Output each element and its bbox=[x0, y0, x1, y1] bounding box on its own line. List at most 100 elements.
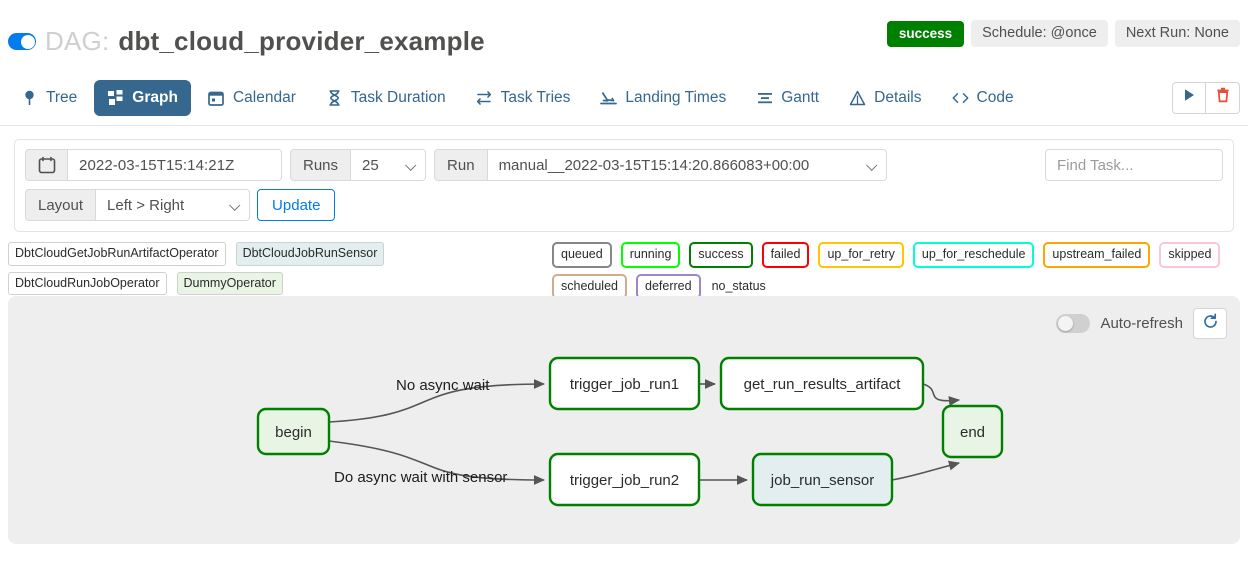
graph-node-label: get_run_results_artifact bbox=[744, 376, 902, 393]
find-task-input[interactable]: Find Task... bbox=[1045, 149, 1223, 181]
tab-landing-times[interactable]: Landing Times bbox=[587, 80, 739, 116]
hourglass-icon bbox=[326, 89, 343, 106]
filter-bar: 2022-03-15T15:14:21Z Runs 25 Run manual_… bbox=[14, 139, 1234, 232]
play-icon bbox=[1183, 88, 1196, 107]
graph-node-box[interactable] bbox=[548, 452, 701, 507]
state-legend: queued running success failed up_for_retry up… bbox=[552, 242, 1242, 299]
graph-canvas[interactable]: begin trigger_job_run1 get_run_results_art… bbox=[8, 296, 1240, 544]
layout-select[interactable]: Left > Right bbox=[95, 189, 251, 221]
calendar-icon bbox=[208, 89, 225, 106]
tab-graph[interactable]: Graph bbox=[94, 79, 191, 116]
state-legend-pill[interactable]: failed bbox=[761, 242, 810, 268]
state-legend-pill[interactable]: running bbox=[620, 242, 681, 268]
graph-edge bbox=[328, 379, 546, 423]
graph-node-label: job_run_sensor bbox=[770, 472, 874, 489]
dag-actions bbox=[1172, 81, 1240, 114]
graph-node[interactable]: begin bbox=[256, 407, 331, 456]
graph-node-label: begin bbox=[275, 424, 312, 441]
run-group: Run manual__2022-03-15T15:14:20.866083+0… bbox=[434, 149, 887, 181]
tab-code[interactable]: Code bbox=[939, 80, 1027, 116]
refresh-icon bbox=[1202, 312, 1219, 335]
operator-legend-pill[interactable]: DbtCloudGetJobRunArtifactOperator bbox=[8, 242, 226, 266]
dag-pause-toggle[interactable] bbox=[8, 33, 36, 50]
gantt-icon bbox=[756, 89, 773, 106]
run-select[interactable]: manual__2022-03-15T15:14:20.866083+00:00 bbox=[486, 149, 887, 181]
tab-tree-label: Tree bbox=[46, 88, 78, 106]
operator-legend-pill[interactable]: DummyOperator bbox=[176, 271, 283, 295]
tab-gantt[interactable]: Gantt bbox=[743, 80, 832, 116]
trigger-dag-button[interactable] bbox=[1172, 81, 1206, 114]
tab-graph-label: Graph bbox=[132, 88, 178, 106]
graph-edge bbox=[922, 383, 961, 406]
dag-label: DAG: bbox=[45, 26, 110, 56]
graph-edge bbox=[891, 460, 961, 481]
graph-node-box[interactable] bbox=[256, 407, 331, 456]
state-legend-pill[interactable]: queued bbox=[552, 242, 612, 268]
layout-label: Layout bbox=[25, 189, 96, 221]
graph-node-box[interactable] bbox=[719, 356, 925, 411]
tab-task-tries[interactable]: Task Tries bbox=[463, 80, 584, 116]
graph-node[interactable]: get_run_results_artifact bbox=[719, 356, 925, 411]
state-legend-pill[interactable]: up_for_reschedule bbox=[912, 242, 1035, 268]
graph-node-box[interactable] bbox=[751, 452, 894, 507]
status-badge: success bbox=[886, 20, 965, 47]
state-legend-pill[interactable]: success bbox=[689, 242, 753, 268]
tab-code-label: Code bbox=[976, 88, 1014, 106]
tab-task-duration-label: Task Duration bbox=[350, 88, 446, 106]
state-legend-pill[interactable]: skipped bbox=[1159, 242, 1221, 268]
graph-edge bbox=[328, 440, 546, 485]
runs-select[interactable]: 25 bbox=[350, 149, 427, 181]
graph-edge-label: No async wait bbox=[396, 377, 490, 394]
refresh-button[interactable] bbox=[1193, 308, 1227, 339]
next-run-badge: Next Run: None bbox=[1114, 20, 1240, 47]
delete-dag-button[interactable] bbox=[1206, 81, 1240, 114]
graph-node-box[interactable] bbox=[941, 404, 1004, 459]
base-date-group: 2022-03-15T15:14:21Z bbox=[25, 149, 282, 181]
runs-group: Runs 25 bbox=[290, 149, 427, 181]
retry-icon bbox=[476, 89, 493, 106]
header-badges: success Schedule: @once Next Run: None bbox=[886, 20, 1240, 47]
graph-node-box[interactable] bbox=[548, 356, 701, 411]
run-label: Run bbox=[434, 149, 487, 181]
operator-legend-pill[interactable]: DbtCloudJobRunSensor bbox=[235, 242, 385, 266]
tab-details[interactable]: Details bbox=[836, 80, 934, 116]
tab-landing-times-label: Landing Times bbox=[625, 88, 727, 106]
layout-group: Layout Left > Right bbox=[25, 189, 251, 221]
page-title: DAG: dbt_cloud_provider_example bbox=[8, 26, 485, 57]
graph-node[interactable]: trigger_job_run1 bbox=[548, 356, 701, 411]
graph-node[interactable]: job_run_sensor bbox=[751, 452, 894, 507]
update-button[interactable]: Update bbox=[257, 189, 336, 221]
graph-edge-label: Do async wait with sensor bbox=[334, 469, 507, 486]
graph-icon bbox=[107, 89, 124, 106]
graph-node[interactable]: end bbox=[941, 404, 1004, 459]
triangle-info-icon bbox=[849, 89, 866, 106]
graph-node-label: trigger_job_run1 bbox=[570, 376, 679, 393]
tab-tree[interactable]: Tree bbox=[8, 80, 90, 116]
tab-task-duration[interactable]: Task Duration bbox=[313, 80, 459, 116]
auto-refresh-toggle[interactable] bbox=[1056, 314, 1091, 333]
auto-refresh-label: Auto-refresh bbox=[1100, 315, 1183, 332]
trash-icon bbox=[1216, 87, 1230, 108]
tab-calendar[interactable]: Calendar bbox=[195, 80, 309, 116]
graph-toolbar: Auto-refresh bbox=[1056, 308, 1227, 339]
graph-node[interactable]: trigger_job_run2 bbox=[548, 452, 701, 507]
code-icon bbox=[952, 89, 969, 106]
graph-panel: Auto-refresh begin trigger_job_run1 get_ru… bbox=[8, 296, 1240, 544]
runs-label: Runs bbox=[290, 149, 351, 181]
tab-calendar-label: Calendar bbox=[232, 88, 296, 106]
tab-details-label: Details bbox=[874, 88, 922, 106]
base-date-input[interactable]: 2022-03-15T15:14:21Z bbox=[67, 149, 282, 181]
graph-node-label: trigger_job_run2 bbox=[570, 472, 679, 489]
graph-node-label: end bbox=[960, 424, 985, 441]
page-header: DAG: dbt_cloud_provider_example success … bbox=[0, 0, 1248, 70]
state-legend-pill[interactable]: up_for_retry bbox=[818, 242, 904, 268]
tab-gantt-label: Gantt bbox=[781, 88, 820, 106]
tree-icon bbox=[21, 89, 38, 106]
state-legend-pill[interactable]: upstream_failed bbox=[1043, 242, 1151, 268]
view-tabs: Tree Graph Calendar Task Duration Task T… bbox=[0, 70, 1248, 126]
operator-legend-pill[interactable]: DbtCloudRunJobOperator bbox=[8, 271, 167, 295]
calendar-icon[interactable] bbox=[25, 149, 67, 181]
dag-name: dbt_cloud_provider_example bbox=[118, 26, 485, 56]
